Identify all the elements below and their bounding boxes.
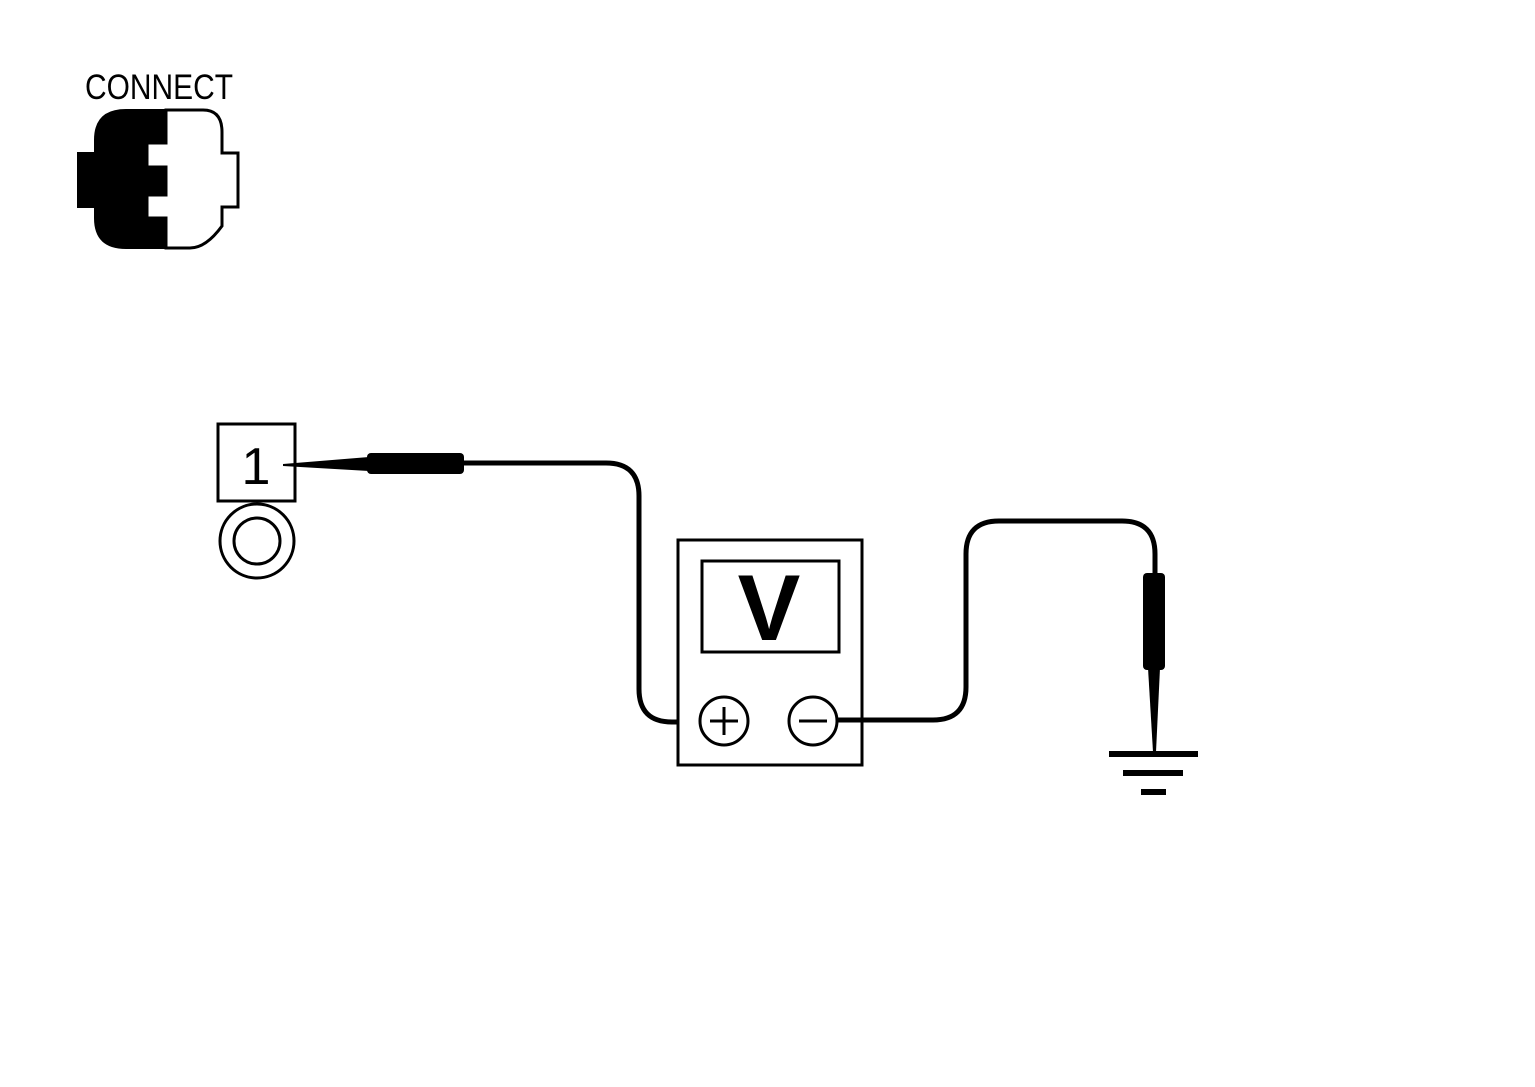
terminal-1: 1 (216, 422, 297, 503)
plus-icon (698, 695, 750, 747)
negative-lead-wire (837, 518, 1158, 723)
connect-label: CONNECT (85, 68, 233, 107)
positive-probe (283, 453, 464, 474)
negative-probe (1143, 573, 1165, 752)
connector-connected-icon (77, 108, 240, 250)
terminal-box (216, 422, 297, 503)
ground-symbol-icon (1109, 751, 1198, 795)
positive-lead-wire (462, 460, 701, 725)
voltmeter-display (700, 559, 841, 654)
terminal-number: 1 (242, 438, 271, 496)
voltmeter: V (676, 538, 864, 767)
minus-icon (787, 695, 839, 747)
terminal-socket-icon (218, 502, 296, 580)
voltmeter-label: V (738, 555, 801, 660)
